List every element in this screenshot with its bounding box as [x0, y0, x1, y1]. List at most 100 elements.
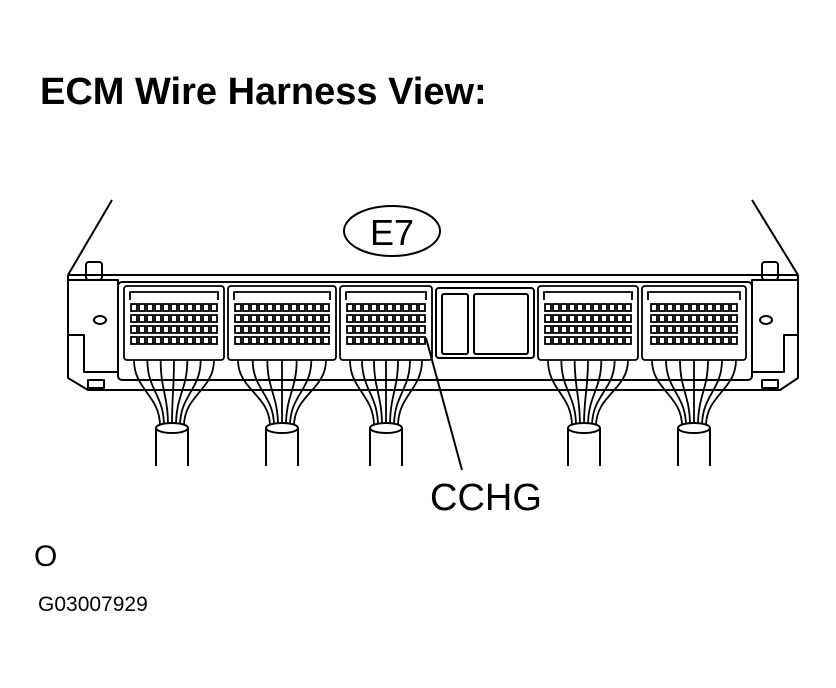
terminal-pin [624, 336, 632, 345]
terminal-pin [250, 336, 258, 345]
terminal-pin [162, 336, 170, 345]
ecm-bracket-left-slot [85, 261, 103, 281]
connector-block-4 [537, 285, 639, 361]
terminal-pin [690, 336, 698, 345]
terminal-pin [698, 314, 706, 323]
terminal-pin [722, 303, 730, 312]
wire-bundle-sides [155, 428, 189, 466]
wire-bundle-sides [567, 428, 601, 466]
terminal-pin [378, 336, 386, 345]
terminal-pin [274, 314, 282, 323]
harness-wire [651, 359, 683, 427]
terminal-pin [658, 303, 666, 312]
terminal-pin [306, 325, 314, 334]
connector-latch [345, 291, 427, 300]
terminal-pin [722, 325, 730, 334]
harness-wire [285, 359, 298, 427]
terminal-pin [258, 303, 266, 312]
connector-housing [339, 285, 433, 361]
harness-wire [389, 359, 399, 427]
terminal-pin [314, 303, 322, 312]
terminal-pin [346, 314, 354, 323]
terminal-pin [682, 303, 690, 312]
wire-bundle-end [369, 422, 403, 434]
terminal-pin [706, 325, 714, 334]
terminal-pin [714, 314, 722, 323]
terminal-pin [650, 325, 658, 334]
terminal-pin [290, 336, 298, 345]
terminal-pin [370, 336, 378, 345]
ecm-housing [67, 275, 799, 391]
terminal-pin [608, 314, 616, 323]
terminal-pin [616, 325, 624, 334]
terminal-pin [322, 314, 330, 323]
terminal-pin [242, 336, 250, 345]
harness-wire [701, 359, 723, 427]
terminal-pin [234, 336, 242, 345]
ecm-bracket-right [751, 279, 798, 373]
terminal-pin [362, 325, 370, 334]
terminal-pin [584, 314, 592, 323]
harness-wire [175, 359, 189, 427]
terminal-pin [234, 314, 242, 323]
terminal-pin [600, 325, 608, 334]
terminal-pin [658, 314, 666, 323]
ecm-body-edge-right [751, 199, 799, 276]
wire-bundle-end [155, 422, 189, 434]
harness-wire [159, 359, 169, 427]
terminal-pin [362, 303, 370, 312]
terminal-pin [560, 336, 568, 345]
terminal-pin [242, 325, 250, 334]
wire-bundle-end [567, 422, 601, 434]
terminal-pin [298, 336, 306, 345]
connector-latch [647, 291, 741, 300]
terminal-pin [600, 336, 608, 345]
harness-wire [560, 359, 577, 427]
terminal-pin [568, 325, 576, 334]
terminal-pin [624, 325, 632, 334]
harness-wire [397, 359, 423, 427]
terminal-pin [154, 336, 162, 345]
terminal-pin [202, 314, 210, 323]
terminal-pin [386, 325, 394, 334]
terminal-pin [242, 303, 250, 312]
terminal-pin [608, 336, 616, 345]
terminal-pin [674, 314, 682, 323]
terminal-pin [314, 314, 322, 323]
ecm-mount-hole-right [759, 315, 773, 325]
terminal-pin [402, 336, 410, 345]
diagram-title: ECM Wire Harness View: [40, 71, 487, 113]
terminal-pin [690, 303, 698, 312]
harness-wire [583, 359, 589, 427]
harness-wire [146, 359, 165, 427]
terminal-pin [250, 303, 258, 312]
wire-bundle-sides [265, 428, 299, 466]
terminal-pin [282, 303, 290, 312]
harness-wire [393, 359, 411, 427]
terminal-pin [298, 325, 306, 334]
terminal-pin [410, 314, 418, 323]
terminal-pin [146, 303, 154, 312]
terminal-pin [560, 325, 568, 334]
harness-wire [705, 359, 737, 427]
terminal-pin [584, 336, 592, 345]
harness-wire [665, 359, 687, 427]
center-block-large [473, 293, 529, 355]
terminal-pin [418, 303, 426, 312]
terminal-pin [650, 303, 658, 312]
terminal-pin [544, 336, 552, 345]
terminal-pin [314, 336, 322, 345]
connector-block-2 [227, 285, 337, 361]
terminal-pin [616, 336, 624, 345]
terminal-pin [322, 336, 330, 345]
terminal-pin [370, 314, 378, 323]
terminal-pin [674, 336, 682, 345]
connector-block-1 [123, 285, 225, 361]
terminal-pin [410, 303, 418, 312]
terminal-pin [706, 314, 714, 323]
terminal-pin [194, 303, 202, 312]
terminal-pin [386, 303, 394, 312]
cchg-leader-line [425, 337, 463, 471]
terminal-pin [592, 303, 600, 312]
harness-wire [361, 359, 379, 427]
